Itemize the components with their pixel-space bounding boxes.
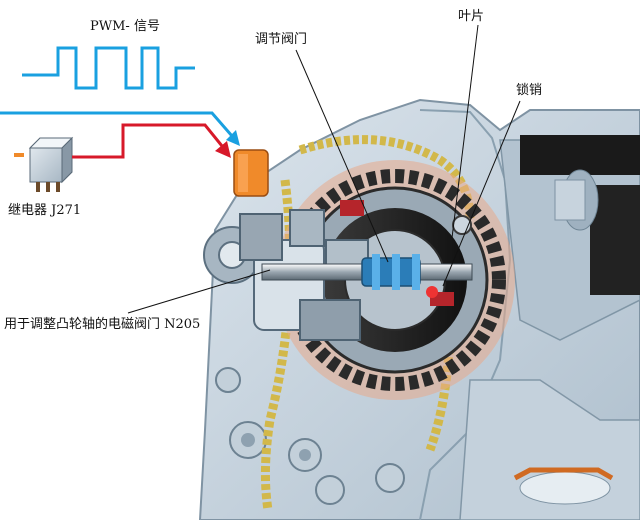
- pwm-waveform: [22, 46, 195, 90]
- locking-pin-label: 锁销: [516, 83, 543, 98]
- valve-connector: [233, 149, 269, 197]
- solenoid-valve-label: 用于调整凸轮轴的电磁阀门 N205: [4, 317, 201, 332]
- relay-label: 继电器 J271: [8, 203, 82, 218]
- relay-arrowhead: [215, 141, 231, 158]
- pwm-signal-label: PWM- 信号: [90, 19, 160, 34]
- pwm-arrowhead: [226, 130, 240, 146]
- solenoid-valve-body: [239, 209, 369, 341]
- leader-lines: [127, 24, 521, 314]
- control-valve-label: 调节阀门: [255, 32, 308, 47]
- pwm-signal-line: [0, 111, 234, 137]
- relay-signal-line: [72, 123, 224, 159]
- vane-label: 叶片: [458, 9, 485, 24]
- mounting-bosses: [215, 367, 405, 505]
- control-valve-spool: [261, 254, 473, 290]
- relay-icon: [14, 136, 74, 192]
